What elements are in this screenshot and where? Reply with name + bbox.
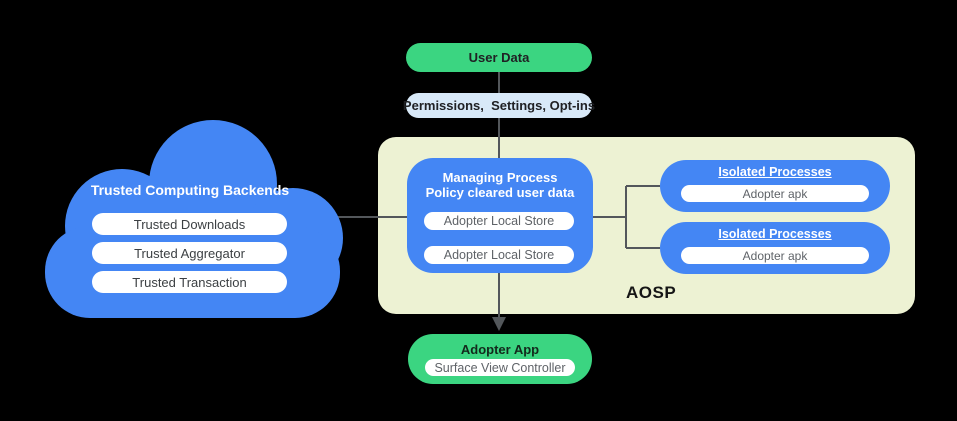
- managing-title-line2: Policy cleared user data: [425, 185, 575, 200]
- adopter-apk-pill-1: Adopter apk: [681, 185, 869, 202]
- connector-lines: [330, 72, 660, 318]
- store-label: Adopter Local Store: [443, 248, 555, 262]
- managing-process-title: Managing Process Policy cleared user dat…: [407, 170, 593, 200]
- arrowhead-down-icon: [492, 317, 506, 331]
- isolated-process-box-2: Isolated Processes Adopter apk: [660, 222, 890, 274]
- cloud-title: Trusted Computing Backends: [90, 182, 290, 198]
- managing-title-line1: Managing Process: [442, 170, 558, 185]
- surface-view-controller-pill: Surface View Controller: [425, 359, 575, 376]
- cloud-item-label: Trusted Transaction: [132, 274, 247, 290]
- managing-process-box: Managing Process Policy cleared user dat…: [407, 158, 593, 273]
- isolated-process-box-1: Isolated Processes Adopter apk: [660, 160, 890, 212]
- apk-label: Adopter apk: [742, 186, 808, 201]
- isolated-process-title: Isolated Processes: [718, 227, 832, 241]
- store-label: Adopter Local Store: [443, 214, 555, 228]
- user-data-node: User Data: [406, 43, 592, 72]
- surface-view-label: Surface View Controller: [434, 360, 566, 375]
- user-data-label: User Data: [468, 50, 530, 65]
- aosp-label: AOSP: [626, 283, 677, 302]
- apk-label: Adopter apk: [742, 248, 808, 263]
- adopter-app-title: Adopter App: [460, 342, 540, 357]
- adopter-local-store-1: Adopter Local Store: [424, 212, 574, 230]
- cloud-item-trusted-downloads: Trusted Downloads: [92, 213, 287, 235]
- cloud-item-label: Trusted Aggregator: [134, 245, 245, 261]
- cloud-item-trusted-aggregator: Trusted Aggregator: [92, 242, 287, 264]
- adopter-apk-pill-2: Adopter apk: [681, 247, 869, 264]
- adopter-local-store-2: Adopter Local Store: [424, 246, 574, 264]
- cloud-item-trusted-transaction: Trusted Transaction: [92, 271, 287, 293]
- isolated-process-title: Isolated Processes: [718, 165, 832, 179]
- adopter-app-box: Adopter App Surface View Controller: [408, 334, 592, 384]
- cloud-item-label: Trusted Downloads: [133, 216, 246, 232]
- permissions-node: Permissions, Settings, Opt-ins: [402, 93, 596, 118]
- permissions-label: Permissions, Settings, Opt-ins: [402, 98, 596, 113]
